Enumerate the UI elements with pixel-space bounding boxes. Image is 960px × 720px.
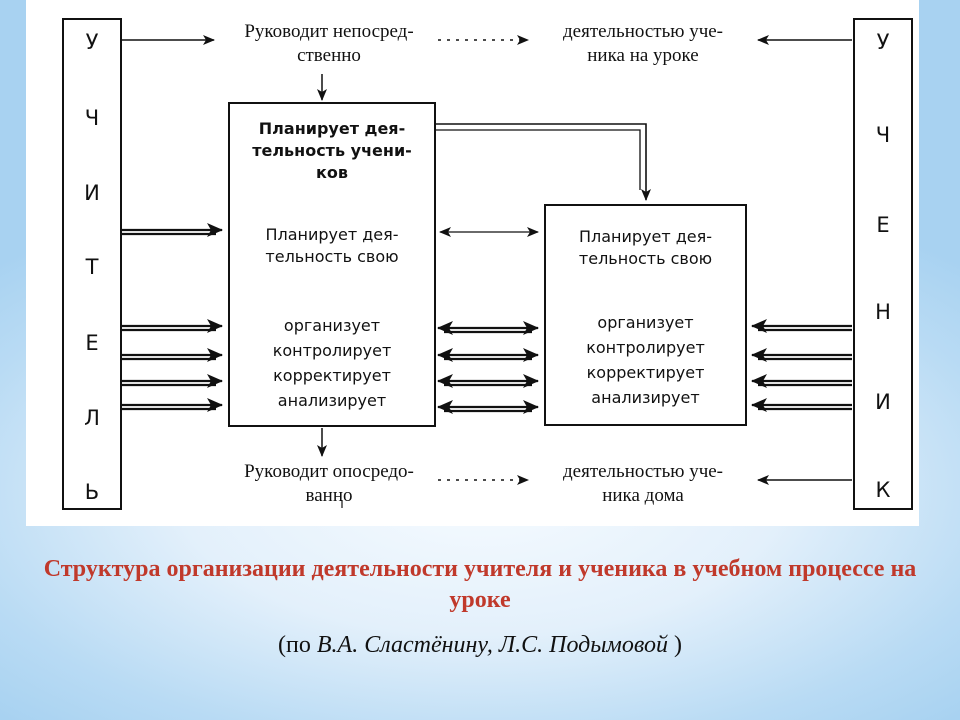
bottom-flow-right-label: деятельностью уче- ника дома <box>562 461 724 506</box>
box-to-box-bidirectional-arrows <box>437 321 539 414</box>
teacher-letter: У <box>85 30 99 54</box>
student-actions: организует контролирует корректирует ана… <box>586 313 705 407</box>
caption-source-open: (по <box>278 632 317 658</box>
teacher-column: У Ч И Т Е Л Ь <box>62 18 122 510</box>
connector-layer <box>122 35 852 508</box>
student-letter: У <box>876 30 890 54</box>
student-letter: К <box>875 478 891 502</box>
teacher-actions: организует контролирует корректирует ана… <box>272 316 392 410</box>
teacher-letter: Т <box>85 255 99 279</box>
teacher-letter: Ч <box>84 106 100 130</box>
student-box: Планирует дея- тельность свою организует… <box>544 204 747 426</box>
teacher-box: Планирует дея- тельность учени- ков План… <box>228 102 436 427</box>
student-to-box-arrows <box>751 319 852 412</box>
caption-title: Структура организации деятельности учите… <box>43 556 917 613</box>
student-letter: Ч <box>875 123 891 147</box>
teacher-letter: Л <box>84 406 100 430</box>
top-flow-right-label: деятельностью уче- ника на уроке <box>562 21 724 66</box>
caption-source-close: ) <box>667 632 682 658</box>
teacher-letter: Ь <box>84 480 100 504</box>
arrow-teacher-to-student-top <box>436 123 651 201</box>
teacher-letter: Е <box>85 331 99 355</box>
bottom-flow-left-label: Руководит опосредо- ванно <box>244 461 414 506</box>
student-letter: Н <box>875 300 891 324</box>
student-letter: И <box>875 390 891 414</box>
teacher-letter: И <box>84 181 100 205</box>
student-letter: Е <box>876 213 890 237</box>
teacher-to-box-arrows <box>122 223 223 412</box>
teacher-plan-self: Планирует дея- тельность свою <box>265 225 399 266</box>
caption-source: (по В.А. Сластёнину, Л.С. Подымовой ) <box>40 630 920 661</box>
top-flow-left-label: Руководит непосред- ственно <box>244 21 414 66</box>
diagram-panel: У Ч И Т Е Л Ь У Ч Е Н И К Руководит непо… <box>26 0 919 526</box>
student-column: У Ч Е Н И К <box>853 18 913 510</box>
student-plan-self: Планирует дея- тельность свою <box>578 227 713 268</box>
caption-source-authors: В.А. Сластёнину, Л.С. Подымовой <box>316 632 668 658</box>
teacher-plan-students: Планирует дея- тельность учени- ков <box>252 119 412 182</box>
